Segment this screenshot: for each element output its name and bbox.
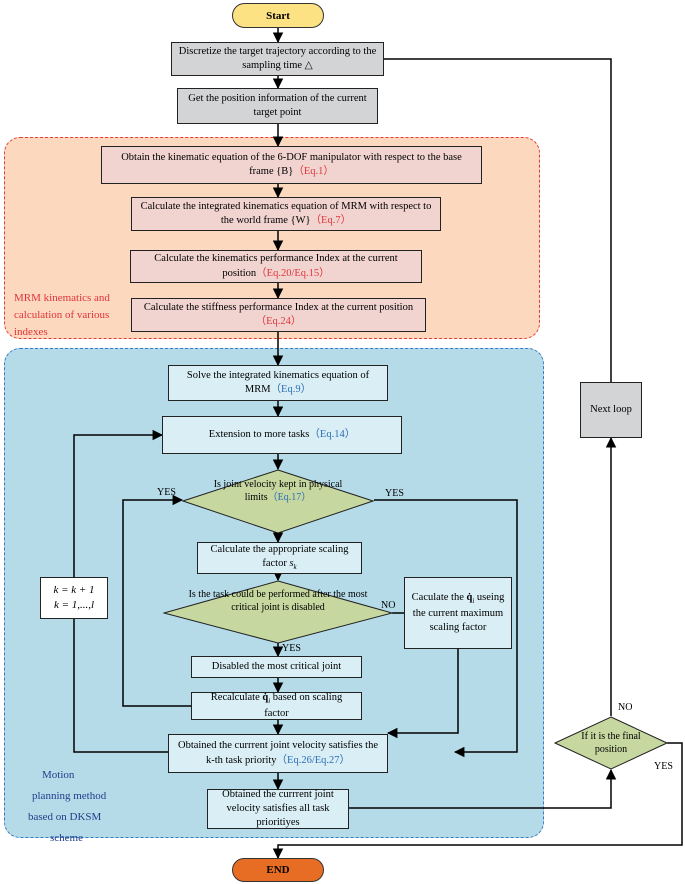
obtained-k-text: Obtained the currrent joint velocity sat… [177,740,379,766]
k-range: k = 1,...,l [53,599,95,611]
eq20-ref: （Eq.20/Eq.15） [256,267,330,279]
disabled-joint-label: Disabled the most critical joint [211,660,342,672]
next-loop-label: Next loop [590,403,632,415]
caculate-qi-step: Caculate the q̇i useing the current maxi… [404,577,512,649]
extension-text: Extension to more tasks（Eq.14） [208,428,356,440]
arrow-final-yes-end [272,742,683,860]
motion-label-line3: based on DKSM [28,810,102,823]
stiffness-index-text: Calculate the stiffness performance Inde… [143,301,414,327]
final-position-question: If it is the final position [581,731,641,755]
eq14-ref: （Eq.14） [309,428,356,440]
no-label-final: NO [618,702,633,713]
eq17-ref: （Eq.17） [267,492,312,503]
motion-label-line2: planning method [32,789,107,802]
arrow-k-extension [73,429,164,577]
yes-label-joint-left: YES [157,487,176,498]
discretize-label: Discretize the target trajectory accordi… [178,45,377,71]
recalculate-text: Recalculate q̇i based on scaling factor [210,692,343,719]
obtained-all-label: Obtained the currrent joint velocity sat… [222,788,334,829]
scaling-factor-step: Calculate the appropriate scaling factor… [197,542,362,574]
obtain-kinematic-step: Obtain the kinematic equation of the 6-D… [101,146,482,184]
arrow-obtained-all-final [348,768,617,809]
joint-velocity-decision [182,469,374,534]
get-position-step: Get the position information of the curr… [177,88,378,124]
no-label-task: NO [381,600,396,611]
solve-text: Solve the integrated kinematics equation… [186,369,370,395]
solve-step: Solve the integrated kinematics equation… [168,365,388,401]
motion-label-line1: Motion [42,769,75,781]
next-loop-step: Next loop [580,382,642,438]
stiffness-index-step: Calculate the stiffness performance Inde… [131,298,426,332]
disabled-joint-step: Disabled the most critical joint [191,656,362,678]
motion-label-line4: scheme [50,831,83,844]
k-update: k = k + 1 [53,584,95,597]
end-terminal: END [232,858,324,882]
integrated-kinematics-text: Calculate the integrated kinematics equa… [140,200,432,226]
obtain-kinematic-text: Obtain the kinematic equation of the 6-D… [121,151,462,177]
get-position-label: Get the position information of the curr… [188,92,367,118]
eq7-ref: （Eq.7） [310,215,352,226]
final-position-decision [554,716,668,770]
end-label: END [266,864,290,876]
eq26-ref: （Eq.26/Eq.27） [276,754,351,766]
arrow-nextloop-discretize [328,53,612,382]
caculate-qi-text: Caculate the q̇i useing the current maxi… [411,592,505,633]
obtained-k-step: Obtained the currrent joint velocity sat… [168,734,388,773]
k-index-box: k = k + 1 k = 1,...,l [40,577,108,619]
arrow-recalc-loop [122,494,191,707]
obtained-all-step: Obtained the currrent joint velocity sat… [207,789,349,829]
task-performed-decision [163,580,393,644]
scaling-factor-text: Calculate the appropriate scaling factor… [210,544,349,572]
arrow-obtained-k-loop [73,619,168,753]
eq24-ref: （Eq.24） [255,316,302,327]
start-terminal: Start [232,3,324,28]
eq1-ref: （Eq.1） [293,166,334,177]
mrm-region-label: MRM kinematics and calculation of variou… [14,292,110,339]
yes-label-task: YES [282,643,301,654]
yes-label-joint-right: YES [385,488,404,499]
joint-velocity-question: Is joint velocity kept in physical limit… [213,479,343,503]
kinematics-index-text: Calculate the kinematics performance Ind… [154,253,398,279]
motion-region-label: Motion planning method based on DKSM sch… [28,765,138,849]
task-performed-question: Is the task could be performed after the… [188,589,368,613]
eq9-ref: （Eq.9） [270,384,312,395]
integrated-kinematics-step: Calculate the integrated kinematics equa… [131,197,441,231]
arrow-caculate-obtained [386,649,459,739]
kinematics-index-step: Calculate the kinematics performance Ind… [130,250,422,283]
recalculate-step: Recalculate q̇i based on scaling factor [191,692,362,720]
discretize-step: Discretize the target trajectory accordi… [171,42,384,76]
extension-step: Extension to more tasks（Eq.14） [162,416,402,454]
start-label: Start [266,9,290,22]
arrow-yes-skip [374,499,518,758]
yes-label-final: YES [654,761,673,772]
